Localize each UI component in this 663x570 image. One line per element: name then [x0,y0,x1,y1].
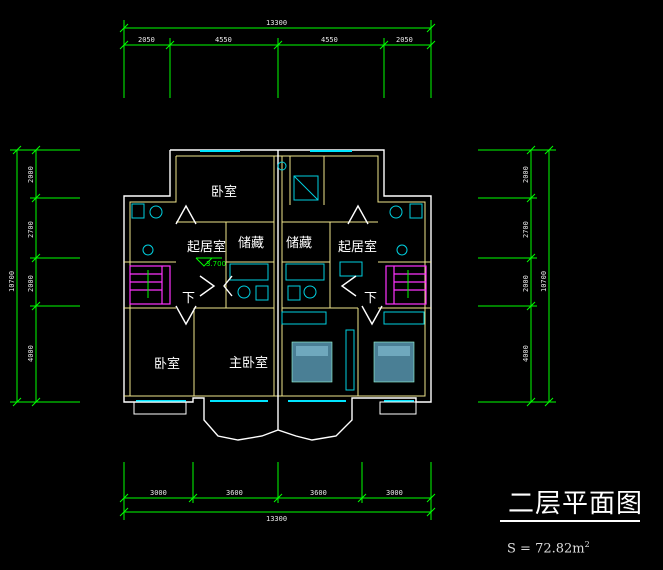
top-dim-2: 4550 [215,36,232,44]
area-unit: m [572,541,585,557]
left-dim-2: 2700 [27,221,35,238]
elevation-marker: 3.700 [195,257,226,268]
area-exponent: 2 [584,540,590,549]
left-dim-1: 2000 [27,166,35,183]
area-label: S = 72.82m2 [507,540,590,556]
room-living-left: 起居室 [187,239,226,255]
bottom-dim-2: 3600 [226,489,243,497]
fixtures [131,161,423,301]
top-dim-1: 2050 [138,36,155,44]
room-storage-right: 储藏 [286,236,312,251]
left-dimension-chain: 2000 2700 2000 4000 10700 [8,145,80,407]
room-storage-left: 储藏 [238,236,264,251]
windows [133,150,417,415]
right-dimension-chain: 2000 2700 2000 4000 10700 [478,145,556,407]
left-dim-4: 4000 [27,345,35,362]
furniture [281,311,425,391]
top-total-dim: 13300 [266,19,287,27]
bottom-dim-4: 3000 [386,489,403,497]
right-dim-4: 4000 [522,345,530,362]
right-dim-3: 2000 [522,275,530,292]
stair-down-left: 下 [182,291,195,306]
top-dim-3: 4550 [321,36,338,44]
bottom-dim-1: 3000 [150,489,167,497]
right-dim-1: 2000 [522,166,530,183]
walls [123,149,432,441]
drawing-title: 二层平面图 [508,489,644,519]
right-total-dim: 10700 [540,271,548,292]
left-total-dim: 10700 [8,271,16,292]
bottom-total-dim: 13300 [266,515,287,523]
room-bedroom-left: 卧室 [154,356,180,372]
stair-left [129,265,171,305]
bottom-dim-3: 3600 [310,489,327,497]
title-underline [500,520,640,522]
bottom-dimension-chain: 3000 3600 3600 3000 13300 [119,462,436,523]
stair-right [385,265,427,305]
room-living-right: 起居室 [338,239,377,255]
left-dim-3: 2000 [27,275,35,292]
top-dim-4: 2050 [396,36,413,44]
top-dimension-chain: 13300 2050 4550 4550 2050 [119,19,436,98]
room-master-bedroom: 主卧室 [229,355,268,371]
door-arrows [175,204,383,326]
elevation-label: 3.700 [206,260,226,268]
area-value: S = 72.82 [507,541,573,557]
right-dim-2: 2700 [522,221,530,238]
room-top-bedroom: 卧室 [211,184,237,200]
stair-down-right: 下 [364,291,377,306]
